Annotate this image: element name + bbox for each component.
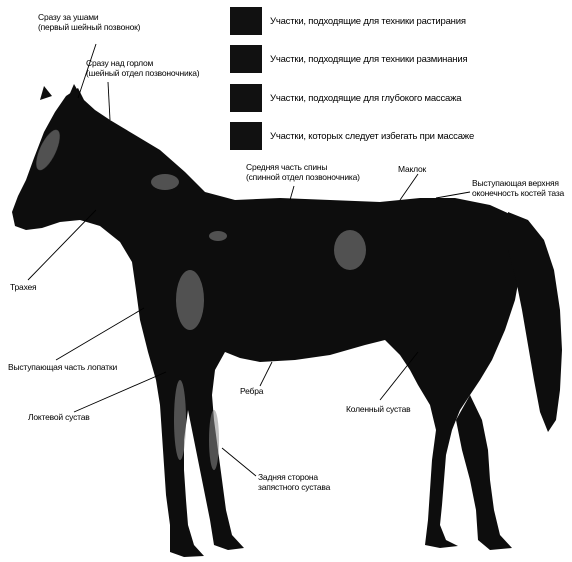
label-stifle: Коленный сустав	[346, 404, 410, 414]
label-ribs: Ребра	[240, 386, 263, 396]
legend-swatch-rubbing	[230, 7, 262, 35]
legend-label-avoid: Участки, которых следует избегать при ма…	[270, 131, 474, 142]
horse-ear-left	[40, 86, 52, 100]
label-trachea: Трахея	[10, 282, 36, 292]
horse-hind-leg	[456, 395, 512, 550]
label-shoulder-blade: Выступающая часть лопатки	[8, 362, 117, 372]
label-pelvis-top: Выступающая верхняя оконечность костей т…	[472, 178, 564, 198]
horse-tail	[508, 212, 562, 432]
label-fetlock-back-line2: запястного сустава	[258, 482, 330, 492]
label-above-throat: Сразу над горлом (шейный отдел позвоночн…	[86, 58, 199, 78]
label-behind-ears-line1: Сразу за ушами	[38, 12, 140, 22]
legend-swatch-kneading	[230, 45, 262, 73]
label-pelvis-top-line2: оконечность костей таза	[472, 188, 564, 198]
label-mid-back: Средняя часть спины (спинной отдел позво…	[246, 162, 360, 182]
label-hip-point: Маклок	[398, 164, 426, 174]
label-above-throat-line2: (шейный отдел позвоночника)	[86, 68, 199, 78]
label-fetlock-back: Задняя сторона запястного сустава	[258, 472, 330, 492]
legend-label-deep-massage: Участки, подходящие для глубокого массаж…	[270, 93, 461, 104]
label-behind-ears: Сразу за ушами (первый шейный позвонок)	[38, 12, 140, 32]
label-mid-back-line2: (спинной отдел позвоночника)	[246, 172, 360, 182]
legend-swatch-deep-massage	[230, 84, 262, 112]
legend-swatch-avoid	[230, 122, 262, 150]
label-mid-back-line1: Средняя часть спины	[246, 162, 360, 172]
label-above-throat-line1: Сразу над горлом	[86, 58, 199, 68]
legend-label-rubbing: Участки, подходящие для техники растиран…	[270, 16, 466, 27]
label-fetlock-back-line1: Задняя сторона	[258, 472, 330, 482]
label-behind-ears-line2: (первый шейный позвонок)	[38, 22, 140, 32]
legend-label-kneading: Участки, подходящие для техники разминан…	[270, 54, 467, 65]
label-elbow: Локтевой сустав	[28, 412, 90, 422]
label-pelvis-top-line1: Выступающая верхняя	[472, 178, 564, 188]
